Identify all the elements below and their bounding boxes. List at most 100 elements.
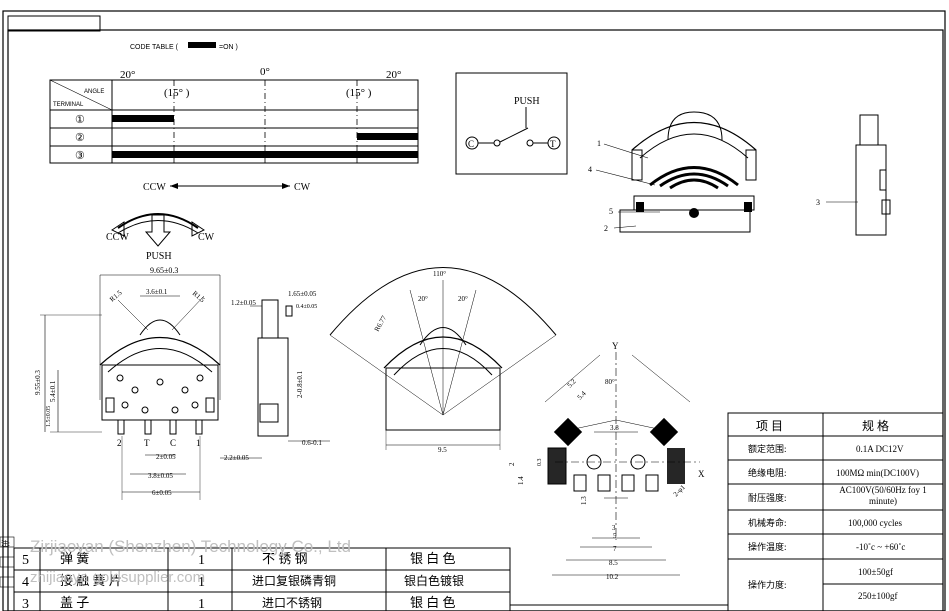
spec-table: 项 目 规 格 额定范围: 0.1A DC12V 绝缘电阻: 100MΩ min… (727, 412, 944, 611)
watermark-line-1: Zirjiaoyan (Shenzhen) Technology Co., Lt… (30, 537, 351, 556)
dim-pitch-6: 6±0.05 (152, 489, 172, 497)
ccw-label: CCW (143, 182, 166, 193)
spec-label-force: 操作力度: (748, 579, 787, 590)
code-table: CODE TABLE ( =ON ) 20° 0° 20° ANGLE TERM… (49, 42, 419, 193)
spec-value-withstand-wrap: AC100V(50/60Hz foy 1 minute) (839, 485, 927, 506)
dim-side-165: 1.65±0.05 (288, 290, 317, 298)
spec-label-temp: 操作温度: (748, 541, 787, 552)
callout-1: 1 (597, 139, 601, 148)
dim-radius-677: R6.77 (373, 314, 389, 333)
fp-hole-dia: 2-φ1 (672, 483, 687, 498)
fp-angle-80: 80° (605, 378, 615, 386)
fp-dim-03: 0.3 (537, 459, 543, 467)
pin-label-t: T (144, 438, 150, 448)
parts-row-3-material: 进口不锈钢 (262, 596, 322, 610)
cw-label: CW (294, 182, 311, 193)
fp-dim-14: 1.4 (517, 476, 525, 485)
pin-label-2: 2 (117, 438, 122, 448)
parts-row-2-finish: 银白色镀银 (404, 573, 464, 588)
schematic-terminal-c: C (468, 139, 474, 149)
dim-width-top: 9.65±0.3 (150, 266, 178, 275)
angle-label-right: 20° (386, 69, 401, 81)
code-table-legend-swatch (188, 42, 216, 48)
on-bar-row-1 (112, 115, 174, 122)
angle-label-left: 20° (120, 69, 135, 81)
spec-value-insulation: 100MΩ min(DC100V) (836, 468, 919, 478)
parts-row-1-qty: 1 (198, 553, 205, 568)
spec-label-life: 机械寿命: (748, 517, 787, 528)
dim-top-36: 3.6±0.1 (146, 288, 168, 296)
dim-side-12: 1.2±0.05 (231, 299, 256, 307)
spec-value-rating: 0.1A DC12V (856, 444, 904, 454)
fp-dim-3: 3 (612, 524, 616, 532)
fp-axis-y: Y (612, 341, 619, 351)
fp-dim-54: 5.4 (576, 389, 588, 401)
knob-cw-label: CW (198, 232, 215, 243)
dim-angle-20-left: 20° (418, 295, 428, 303)
parts-note-mark: 注: (1, 539, 10, 548)
parts-row-3-finish: 银 白 色 (410, 595, 456, 610)
dim-pitch-38: 3.8±0.05 (148, 472, 173, 480)
spec-value-force-extra: 250±100gf (858, 591, 897, 601)
header-angle: ANGLE (84, 89, 104, 95)
dim-angle-20-right: 20° (458, 295, 468, 303)
dim-angle-110: 110° (433, 270, 446, 278)
sub-angle-left: (15° ) (164, 87, 190, 99)
spec-header-spec: 规 格 (862, 418, 889, 433)
spec-value-force: 100±50gf (858, 567, 893, 577)
fp-dim-2: 2 (508, 462, 516, 466)
fp-dim-7: 7 (613, 545, 617, 553)
dim-height-54: 5.4±0.1 (49, 380, 57, 402)
callout-5: 5 (609, 207, 613, 216)
code-table-title: CODE TABLE ( (130, 44, 179, 51)
on-bar-row-3 (112, 151, 418, 158)
parts-row-3-name: 盖 子 (60, 595, 89, 610)
dim-side-22: 2.2±0.05 (224, 454, 249, 462)
spec-value-temp: -10˚c ~ +60˚c (856, 542, 905, 552)
fp-dim-38: 3.8 (610, 424, 619, 432)
component-side-view-right: 3 (816, 114, 891, 236)
dim-height-955: 9.55±0.3 (34, 370, 42, 395)
spec-value-withstand: AC100V(50/60Hz foy 1 minute) (839, 485, 927, 506)
callout-2: 2 (604, 224, 608, 233)
fp-axis-x: X (698, 469, 705, 479)
title-tab (7, 15, 101, 32)
code-table-legend-on: =ON ) (219, 44, 238, 51)
drawing-frame (7, 29, 944, 611)
dim-side-06: 0.6-0.1 (302, 439, 322, 447)
dim-width-95: 9.5 (438, 446, 447, 454)
terminal-row-1: ① (75, 114, 85, 126)
parts-row-1-finish: 银 白 色 (410, 551, 456, 566)
on-bar-row-2 (357, 133, 418, 140)
knob-direction-diagram: CCW CW PUSH (106, 213, 215, 262)
fp-dim-85: 8.5 (609, 559, 618, 567)
spec-label-withstand: 耐压强度: (748, 492, 787, 503)
header-terminal: TERMINAL (53, 102, 84, 108)
knob-push-label: PUSH (146, 251, 172, 262)
dim-r15-left: R1.5 (108, 288, 124, 303)
pin-label-1: 1 (196, 438, 201, 448)
parts-row-3-qty: 1 (198, 597, 205, 611)
push-switch-schematic: PUSH C T (455, 72, 568, 175)
dimensioned-front-view: 9.65±0.3 3.6±0.1 R1.5 R1.5 2 T C 1 9. (34, 266, 221, 500)
callout-4: 4 (588, 165, 592, 174)
dim-side-04: 0.4±0.05 (296, 304, 317, 310)
spec-label-rating: 额定范围: (748, 443, 787, 454)
parts-table: 注: 5 弹 簧 1 不 锈 钢 银 白 色 4 接 触 簧 片 1 进口复银磷… (0, 536, 728, 611)
component-front-view: 1 4 5 2 (588, 111, 757, 233)
angle-label-center: 0° (260, 66, 270, 78)
schematic-push-label: PUSH (514, 96, 540, 107)
parts-row-2-no: 4 (22, 575, 29, 590)
callout-3: 3 (816, 198, 820, 207)
dim-pitch-2: 2±0.05 (156, 453, 176, 461)
watermark-line-2: zhijiaoya goldsupplier.com (30, 569, 205, 586)
pin-label-c: C (170, 438, 176, 448)
parts-row-3-no: 3 (22, 597, 29, 611)
parts-row-1-name: 弹 簧 (60, 551, 89, 566)
pcb-footprint-view: Y X 5.2 5.4 80° 3.8 2-φ1 2 0.3 1.4 1.3 3… (508, 341, 705, 581)
dimensioned-side-view: 1.2±0.05 1.65±0.05 0.4±0.05 2-0.8±0.1 0.… (220, 290, 330, 462)
terminal-row-2: ② (75, 132, 85, 144)
sub-angle-right: (15° ) (346, 87, 372, 99)
dim-side-208: 2-0.8±0.1 (296, 370, 304, 398)
parts-row-1-no: 5 (22, 553, 29, 568)
